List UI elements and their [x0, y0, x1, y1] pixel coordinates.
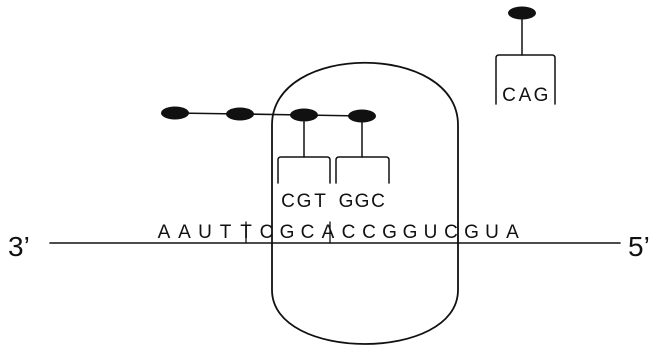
mrna-base: T [220, 222, 232, 243]
trna-anticodon-base: G [534, 85, 549, 106]
mrna-base: A [506, 222, 519, 243]
amino-acid-bead [290, 109, 318, 122]
trna-anticodon-base: G [339, 191, 354, 212]
amino-acid-bead [348, 110, 376, 123]
amino-acid-bead [508, 7, 536, 20]
mrna-base: G [403, 222, 418, 243]
mrna-base: G [464, 222, 479, 243]
amino-acid-bead [226, 108, 254, 121]
trna-anticodon-base: C [502, 85, 516, 106]
mrna-base: U [424, 222, 438, 243]
mrna-base: C [342, 222, 356, 243]
mrna-base: A [322, 222, 335, 243]
mrna-base: G [382, 222, 397, 243]
mrna-base: G [280, 222, 295, 243]
end-label-right: 5’ [628, 231, 650, 262]
trna-anticodon-base: A [519, 85, 532, 106]
mrna-base: C [444, 222, 458, 243]
mrna-base: C [301, 222, 315, 243]
mrna-base: U [198, 222, 212, 243]
trna-anticodon-base: G [355, 191, 370, 212]
mrna-base: A [158, 222, 171, 243]
amino-acid-bead [161, 107, 189, 120]
trna-anticodon-base: C [371, 191, 385, 212]
mrna-base: C [260, 222, 274, 243]
trna-anticodon-base: C [281, 191, 295, 212]
mrna-base: U [485, 222, 499, 243]
peptide-bond-line [175, 113, 362, 116]
end-label-left: 3’ [8, 231, 30, 262]
trna-anticodon-base: G [297, 191, 312, 212]
trna-anticodon-base: T [314, 191, 326, 212]
mrna-base: A [178, 222, 191, 243]
mrna-base: C [362, 222, 376, 243]
